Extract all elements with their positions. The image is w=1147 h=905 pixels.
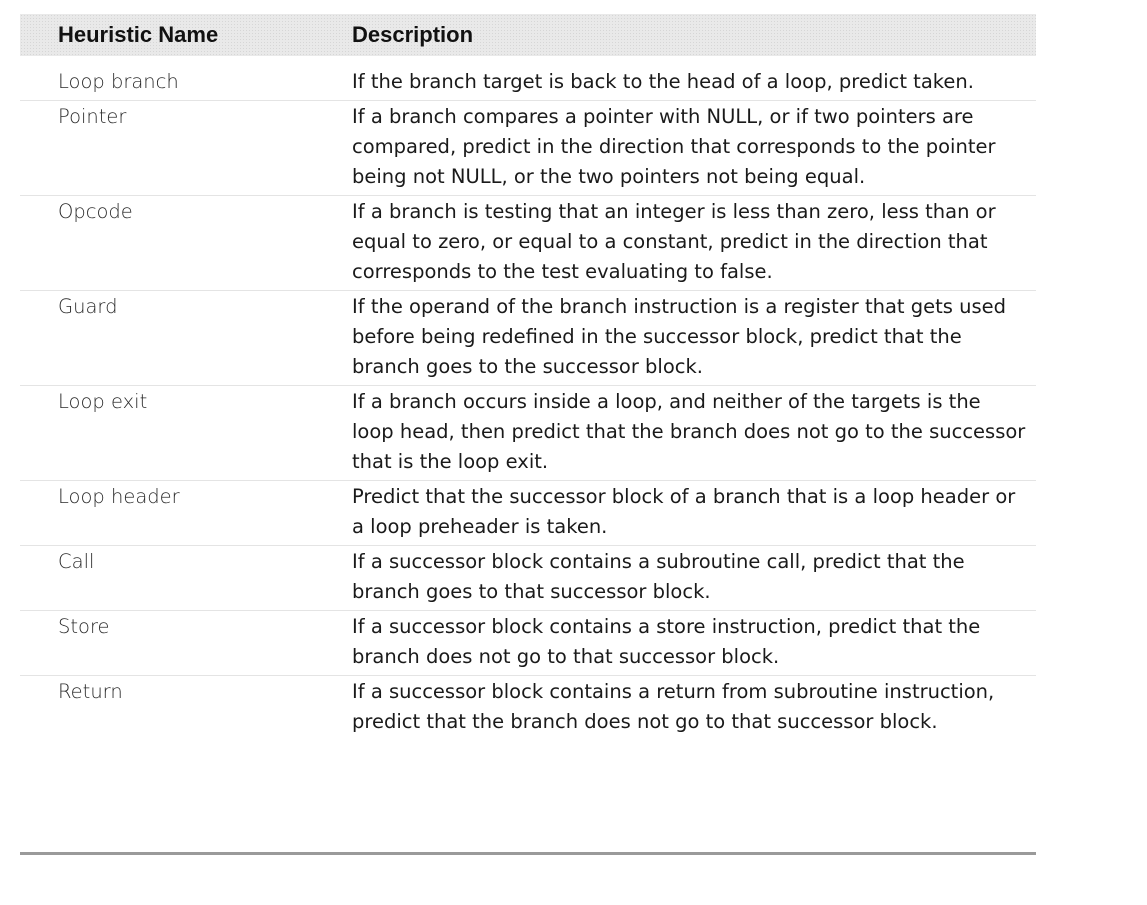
heuristic-name: Opcode	[58, 200, 133, 223]
table-row: Return If a successor block contains a r…	[20, 676, 1036, 740]
table-row: Pointer If a branch compares a pointer w…	[20, 101, 1036, 196]
heuristic-name: Guard	[58, 295, 118, 318]
table-row: Guard If the operand of the branch instr…	[20, 291, 1036, 386]
heuristic-name: Call	[58, 550, 95, 573]
table-row: Loop header Predict that the successor b…	[20, 481, 1036, 546]
heuristic-name: Loop exit	[58, 390, 148, 413]
table-row: Opcode If a branch is testing that an in…	[20, 196, 1036, 291]
heuristic-name: Store	[58, 615, 110, 638]
heuristic-name: Loop header	[58, 485, 180, 508]
table-row: Call If a successor block contains a sub…	[20, 546, 1036, 611]
heuristic-description: If the operand of the branch instruction…	[352, 295, 1007, 378]
header-description: Description	[352, 22, 474, 47]
header-heuristic-name: Heuristic Name	[58, 22, 219, 47]
heuristic-name: Return	[58, 680, 123, 703]
table-row: Store If a successor block contains a st…	[20, 611, 1036, 676]
table-bottom-rule	[20, 852, 1036, 855]
heuristic-description: If a branch compares a pointer with NULL…	[352, 105, 996, 188]
heuristics-table: Heuristic Name Description Loop branch I…	[20, 14, 1036, 740]
heuristic-description: If a successor block contains a return f…	[352, 680, 995, 733]
heuristic-description: If a successor block contains a subrouti…	[352, 550, 965, 603]
heuristic-description: If a branch occurs inside a loop, and ne…	[352, 390, 1026, 473]
table-row: Loop exit If a branch occurs inside a lo…	[20, 386, 1036, 481]
heuristic-description: If the branch target is back to the head…	[352, 70, 974, 93]
heuristic-description: If a branch is testing that an integer i…	[352, 200, 996, 283]
heuristic-name: Pointer	[58, 105, 127, 128]
heuristic-name: Loop branch	[58, 70, 179, 93]
heuristic-description: If a successor block contains a store in…	[352, 615, 981, 668]
heuristic-description: Predict that the successor block of a br…	[352, 485, 1016, 538]
table-row: Loop branch If the branch target is back…	[20, 66, 1036, 101]
table-header: Heuristic Name Description	[20, 14, 1036, 56]
table-body: Loop branch If the branch target is back…	[20, 56, 1036, 740]
